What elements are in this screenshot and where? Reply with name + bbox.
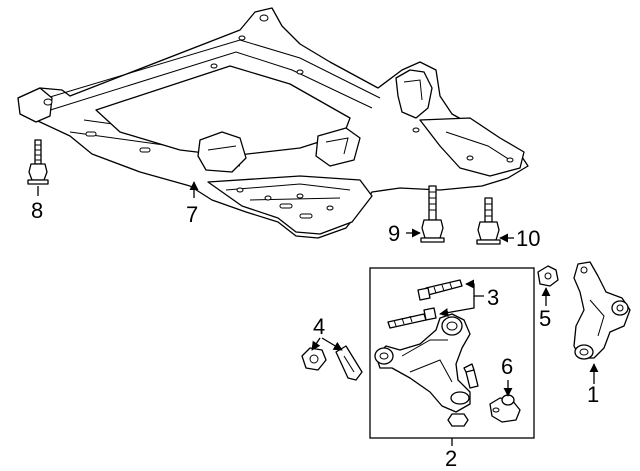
callout-6: 6 [501,354,513,379]
arm-nut-icon [447,413,469,427]
callout-4: 4 [313,314,325,339]
crossmember-frame [17,7,529,239]
lower-control-arm-icon [374,313,471,413]
callout-8: 8 [31,198,43,223]
nut-4-icon [301,347,327,371]
callout-3: 3 [487,285,499,310]
callout-9: 9 [388,221,400,246]
steering-knuckle-icon [573,261,631,360]
bolt-6-icon [463,363,479,389]
bolt-9-icon [420,185,445,243]
bolt-10-icon [476,197,501,245]
bolt-3a-icon [417,279,463,301]
callout-10: 10 [516,226,540,251]
callout-1: 1 [587,382,599,407]
bushing-4-icon [335,345,363,381]
callout-5: 5 [539,306,551,331]
ball-joint-icon [489,394,521,423]
bolt-3b-icon [387,307,437,329]
bolt-8-icon [27,139,49,185]
nut-5-icon [537,265,559,287]
leader-lines [37,181,599,446]
callout-2: 2 [445,446,457,471]
callout-7: 7 [186,202,198,227]
